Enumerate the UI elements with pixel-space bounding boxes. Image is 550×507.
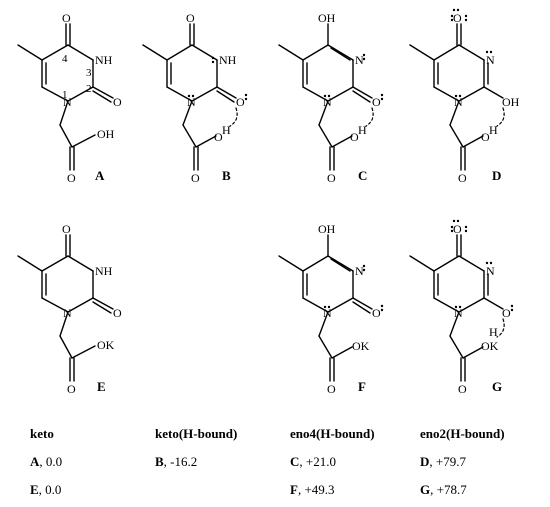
o-bottom-label: O bbox=[327, 382, 336, 396]
compound-label: A bbox=[95, 168, 105, 183]
energy-table: keto keto(H-bound) eno4(H-bound) eno2(H-… bbox=[0, 420, 550, 507]
o2-label: O bbox=[372, 95, 381, 109]
ring-number-4: 4 bbox=[62, 53, 68, 65]
ok-label: OK bbox=[481, 339, 499, 353]
ring-number-3: 3 bbox=[86, 67, 92, 79]
o-top-label: O bbox=[62, 222, 71, 236]
molecule-g: O N N O H OK O G bbox=[409, 219, 514, 396]
n1-label: N bbox=[63, 95, 72, 109]
energy-g: G, +78.7 bbox=[420, 482, 467, 497]
molecule-c: OH N N O H O O C bbox=[278, 11, 384, 185]
o-top-label: O bbox=[453, 222, 462, 236]
compound-label: G bbox=[492, 379, 502, 394]
molecule-a: O NH O N 4 3 2 1 OH O A bbox=[17, 11, 122, 185]
o-top-label: O bbox=[186, 11, 195, 25]
molecule-f: OH N N O OK O F bbox=[278, 222, 384, 396]
header-keto-h-bound: keto(H-bound) bbox=[155, 426, 238, 441]
energy-b: B, -16.2 bbox=[155, 454, 198, 469]
energy-a: A, 0.0 bbox=[30, 454, 63, 469]
n1-label: N bbox=[454, 306, 463, 320]
energy-e: E, 0.0 bbox=[30, 482, 62, 497]
o-bottom-label: O bbox=[327, 171, 336, 185]
oh-top-label: OH bbox=[318, 222, 336, 236]
n3-label: N bbox=[355, 53, 364, 67]
energy-f: F, +49.3 bbox=[290, 482, 335, 497]
molecule-e: O NH O N OK O E bbox=[17, 222, 122, 396]
energy-c: C, +21.0 bbox=[290, 454, 336, 469]
n1-label: N bbox=[454, 95, 463, 109]
h-label: H bbox=[358, 123, 367, 137]
n1-label: N bbox=[187, 95, 196, 109]
oh-label: OH bbox=[97, 127, 115, 141]
o-bottom-label: O bbox=[67, 171, 76, 185]
n1-label: N bbox=[63, 306, 72, 320]
h-label: H bbox=[222, 123, 231, 137]
ring-number-1: 1 bbox=[62, 89, 68, 101]
n3-label: N bbox=[486, 264, 495, 278]
ok-label: OK bbox=[97, 338, 115, 352]
nh-label: NH bbox=[95, 53, 113, 67]
n3-label: N bbox=[355, 264, 364, 278]
o-right-label: O bbox=[113, 95, 122, 109]
o-acid-label: O bbox=[350, 130, 359, 144]
o-acid-label: O bbox=[481, 130, 490, 144]
compound-label: F bbox=[358, 379, 366, 394]
n1-label: N bbox=[323, 95, 332, 109]
compound-label: D bbox=[492, 168, 501, 183]
header-keto: keto bbox=[30, 426, 54, 441]
compound-label: E bbox=[97, 379, 106, 394]
h-label: H bbox=[489, 325, 498, 339]
compound-label: C bbox=[358, 168, 367, 183]
h-label: H bbox=[489, 123, 498, 137]
energy-d: D, +79.7 bbox=[420, 454, 466, 469]
o-top-label: O bbox=[62, 11, 71, 25]
header-eno4-h-bound: eno4(H-bound) bbox=[290, 426, 375, 441]
oh-top-label: OH bbox=[318, 11, 336, 25]
o-bottom-label: O bbox=[458, 171, 467, 185]
o-bottom-label: O bbox=[67, 382, 76, 396]
o-acid-label: O bbox=[214, 130, 223, 144]
o-right-label: O bbox=[113, 306, 122, 320]
o-top-label: O bbox=[453, 11, 462, 25]
header-eno2-h-bound: eno2(H-bound) bbox=[420, 426, 505, 441]
molecule-b: O NH N O H O O B bbox=[142, 11, 248, 185]
nh-label: NH bbox=[95, 264, 113, 278]
molecule-d: O N N OH H O O D bbox=[409, 8, 520, 185]
o-bottom-label: O bbox=[191, 171, 200, 185]
n1-label: N bbox=[323, 306, 332, 320]
ok-label: OK bbox=[352, 339, 370, 353]
compound-label: B bbox=[222, 168, 231, 183]
oh-label: OH bbox=[502, 95, 520, 109]
o2-label: O bbox=[372, 306, 381, 320]
o-bottom-label: O bbox=[458, 382, 467, 396]
nh-label: NH bbox=[219, 53, 237, 67]
ring-number-2: 2 bbox=[86, 83, 92, 95]
o2-label: O bbox=[236, 95, 245, 109]
o2-label: O bbox=[502, 306, 511, 320]
n3-label: N bbox=[486, 53, 495, 67]
